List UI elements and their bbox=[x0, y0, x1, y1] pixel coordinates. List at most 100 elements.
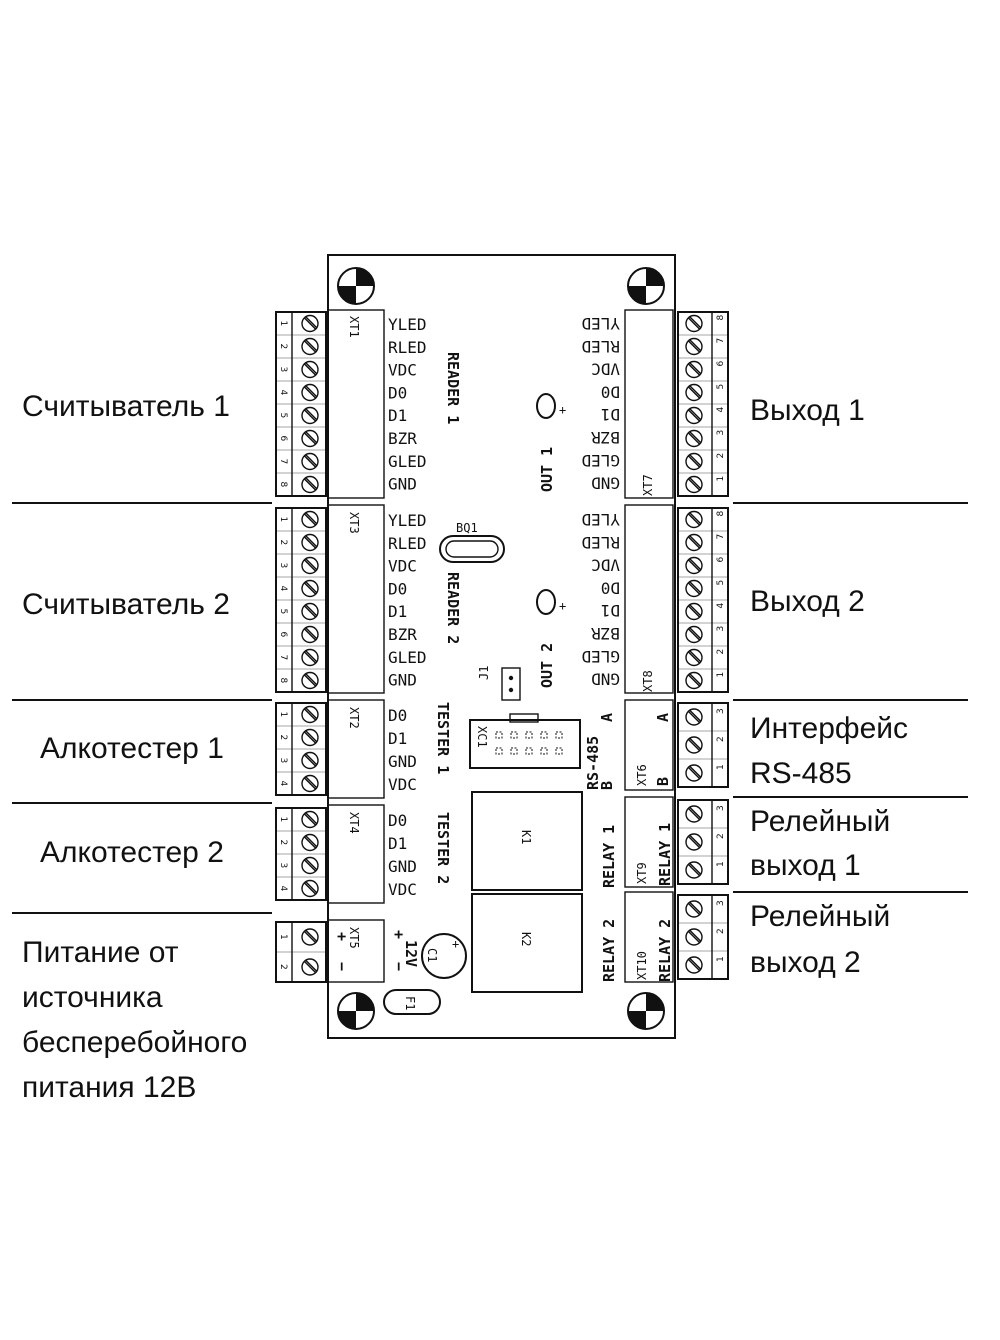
terminal-block-xt10: 3 2 1 bbox=[677, 894, 729, 980]
designator-k1: K1 bbox=[519, 830, 533, 844]
board-label-relay-1-right: RELAY 1 bbox=[656, 823, 674, 886]
screw-terminal-icon bbox=[301, 452, 319, 471]
screw-terminal-icon bbox=[685, 475, 703, 494]
terminal-block-xt5: 12 bbox=[275, 921, 327, 983]
pin-label-out-2: RLED bbox=[581, 533, 620, 552]
pin-label-out-2: D0 bbox=[601, 578, 620, 597]
capacitor-c1-icon bbox=[421, 933, 467, 979]
board-label-out-2: OUT 2 bbox=[538, 643, 556, 688]
pin-label-reader-2: D1 bbox=[388, 602, 407, 621]
board-label-tester-2: TESTER 2 bbox=[434, 812, 452, 884]
terminal-number: 2 bbox=[278, 964, 288, 970]
terminal-number: 3 bbox=[716, 708, 726, 714]
terminal-number: 1 bbox=[278, 712, 288, 718]
terminal-number: 3 bbox=[716, 626, 726, 632]
pin-label-tester-2: D1 bbox=[388, 834, 407, 853]
pin-label-out-2: D1 bbox=[601, 601, 620, 620]
terminal-number: 5 bbox=[278, 413, 288, 419]
header-pin bbox=[495, 731, 503, 739]
screw-terminal-icon bbox=[301, 429, 319, 448]
terminal-number: 3 bbox=[278, 367, 288, 373]
fuse-f1-icon bbox=[383, 989, 441, 1015]
screw-terminal-icon bbox=[685, 900, 703, 918]
screw-terminal-icon bbox=[685, 429, 703, 448]
terminal-number: 7 bbox=[716, 534, 726, 540]
pin-label-tester-2: VDC bbox=[388, 880, 417, 899]
terminal-number: 7 bbox=[716, 338, 726, 344]
screw-terminal-icon bbox=[685, 510, 703, 529]
separator-lines bbox=[12, 502, 968, 914]
terminal-number: 6 bbox=[716, 361, 726, 367]
pin-label-reader-2: GLED bbox=[388, 648, 427, 667]
designator-c1: C1 bbox=[425, 948, 439, 962]
board-label-b-xt6: B bbox=[654, 777, 672, 786]
terminal-number: 8 bbox=[716, 511, 726, 517]
terminal-number: 3 bbox=[716, 900, 726, 906]
pin-label-out-2: GND bbox=[591, 670, 620, 689]
terminal-number: 4 bbox=[278, 781, 288, 787]
screw-terminal-icon bbox=[685, 625, 703, 644]
left-headers bbox=[327, 309, 385, 983]
pin-label-reader-2: RLED bbox=[388, 534, 427, 553]
designator-k2: K2 bbox=[519, 932, 533, 946]
screw-terminal-icon bbox=[301, 958, 319, 976]
screw-terminal-icon bbox=[685, 833, 703, 851]
pin-label-tester-1: D1 bbox=[388, 729, 407, 748]
screw-terminal-icon bbox=[685, 314, 703, 333]
designator-xt8: XT8 bbox=[641, 670, 655, 692]
screw-terminal-icon bbox=[301, 475, 319, 494]
pin-label-out-2: BZR bbox=[591, 624, 620, 643]
terminal-number: 2 bbox=[716, 928, 726, 934]
designator-xt9: XT9 bbox=[635, 862, 649, 884]
terminal-number: 1 bbox=[716, 956, 726, 962]
label-reader-1: Считыватель 1 bbox=[22, 390, 230, 423]
screw-terminal-icon bbox=[685, 671, 703, 690]
header-xt4 bbox=[327, 804, 385, 904]
screw-terminal-icon bbox=[685, 406, 703, 425]
terminal-number: 2 bbox=[716, 736, 726, 742]
terminal-number: 4 bbox=[278, 886, 288, 892]
label-out-1: Выход 1 bbox=[750, 394, 865, 427]
terminal-number: 5 bbox=[278, 609, 288, 615]
terminal-number: 2 bbox=[278, 540, 288, 546]
screw-terminal-icon bbox=[301, 810, 319, 829]
terminal-block-xt9: 321 bbox=[677, 799, 729, 885]
terminal-number: 8 bbox=[716, 315, 726, 321]
terminal-number: 2 bbox=[278, 344, 288, 350]
terminal-number: 1 bbox=[278, 934, 288, 940]
board-label-a-xt6: A bbox=[654, 713, 672, 722]
connector-designators: XT1 XT3 XT2 XT4 XT5 XT7 XT8 XT6 XT9 XT10 bbox=[347, 316, 655, 980]
relay-k2: K2 bbox=[471, 893, 583, 993]
header-pin bbox=[525, 747, 533, 755]
terminal-number: 8 bbox=[278, 482, 288, 488]
mounting-hole-icon bbox=[627, 992, 665, 1030]
terminal-number: 3 bbox=[278, 863, 288, 869]
pin-label-reader-1: VDC bbox=[388, 361, 417, 380]
terminal-number: 1 bbox=[278, 817, 288, 823]
board-label-relay-2: RELAY 2 bbox=[600, 919, 618, 982]
pin-label-reader-1: D0 bbox=[388, 383, 407, 402]
header-xt3 bbox=[327, 504, 385, 694]
designator-xt7: XT7 bbox=[641, 474, 655, 496]
designator-xt2: XT2 bbox=[347, 707, 361, 729]
header-pin bbox=[540, 747, 548, 755]
terminal-number: 3 bbox=[278, 563, 288, 569]
board-label-12v: 12V bbox=[402, 940, 420, 967]
pin-label-reader-1: RLED bbox=[388, 338, 427, 357]
label-rs485-line-2: RS-485 bbox=[750, 757, 852, 790]
designator-xt5: XT5 bbox=[347, 927, 361, 949]
label-rs485-line-1: Интерфейс bbox=[750, 712, 908, 745]
header-xc1: XC1 bbox=[469, 713, 581, 769]
screw-terminal-icon bbox=[301, 337, 319, 356]
mounting-holes bbox=[337, 267, 665, 1030]
screw-terminal-icon bbox=[301, 928, 319, 946]
screw-terminal-icon bbox=[685, 956, 703, 974]
plus-sign-xt5: + bbox=[390, 930, 408, 939]
designator-xt1: XT1 bbox=[347, 316, 361, 338]
board-label-rs485: RS-485 bbox=[584, 736, 602, 790]
header-xt1 bbox=[327, 309, 385, 499]
